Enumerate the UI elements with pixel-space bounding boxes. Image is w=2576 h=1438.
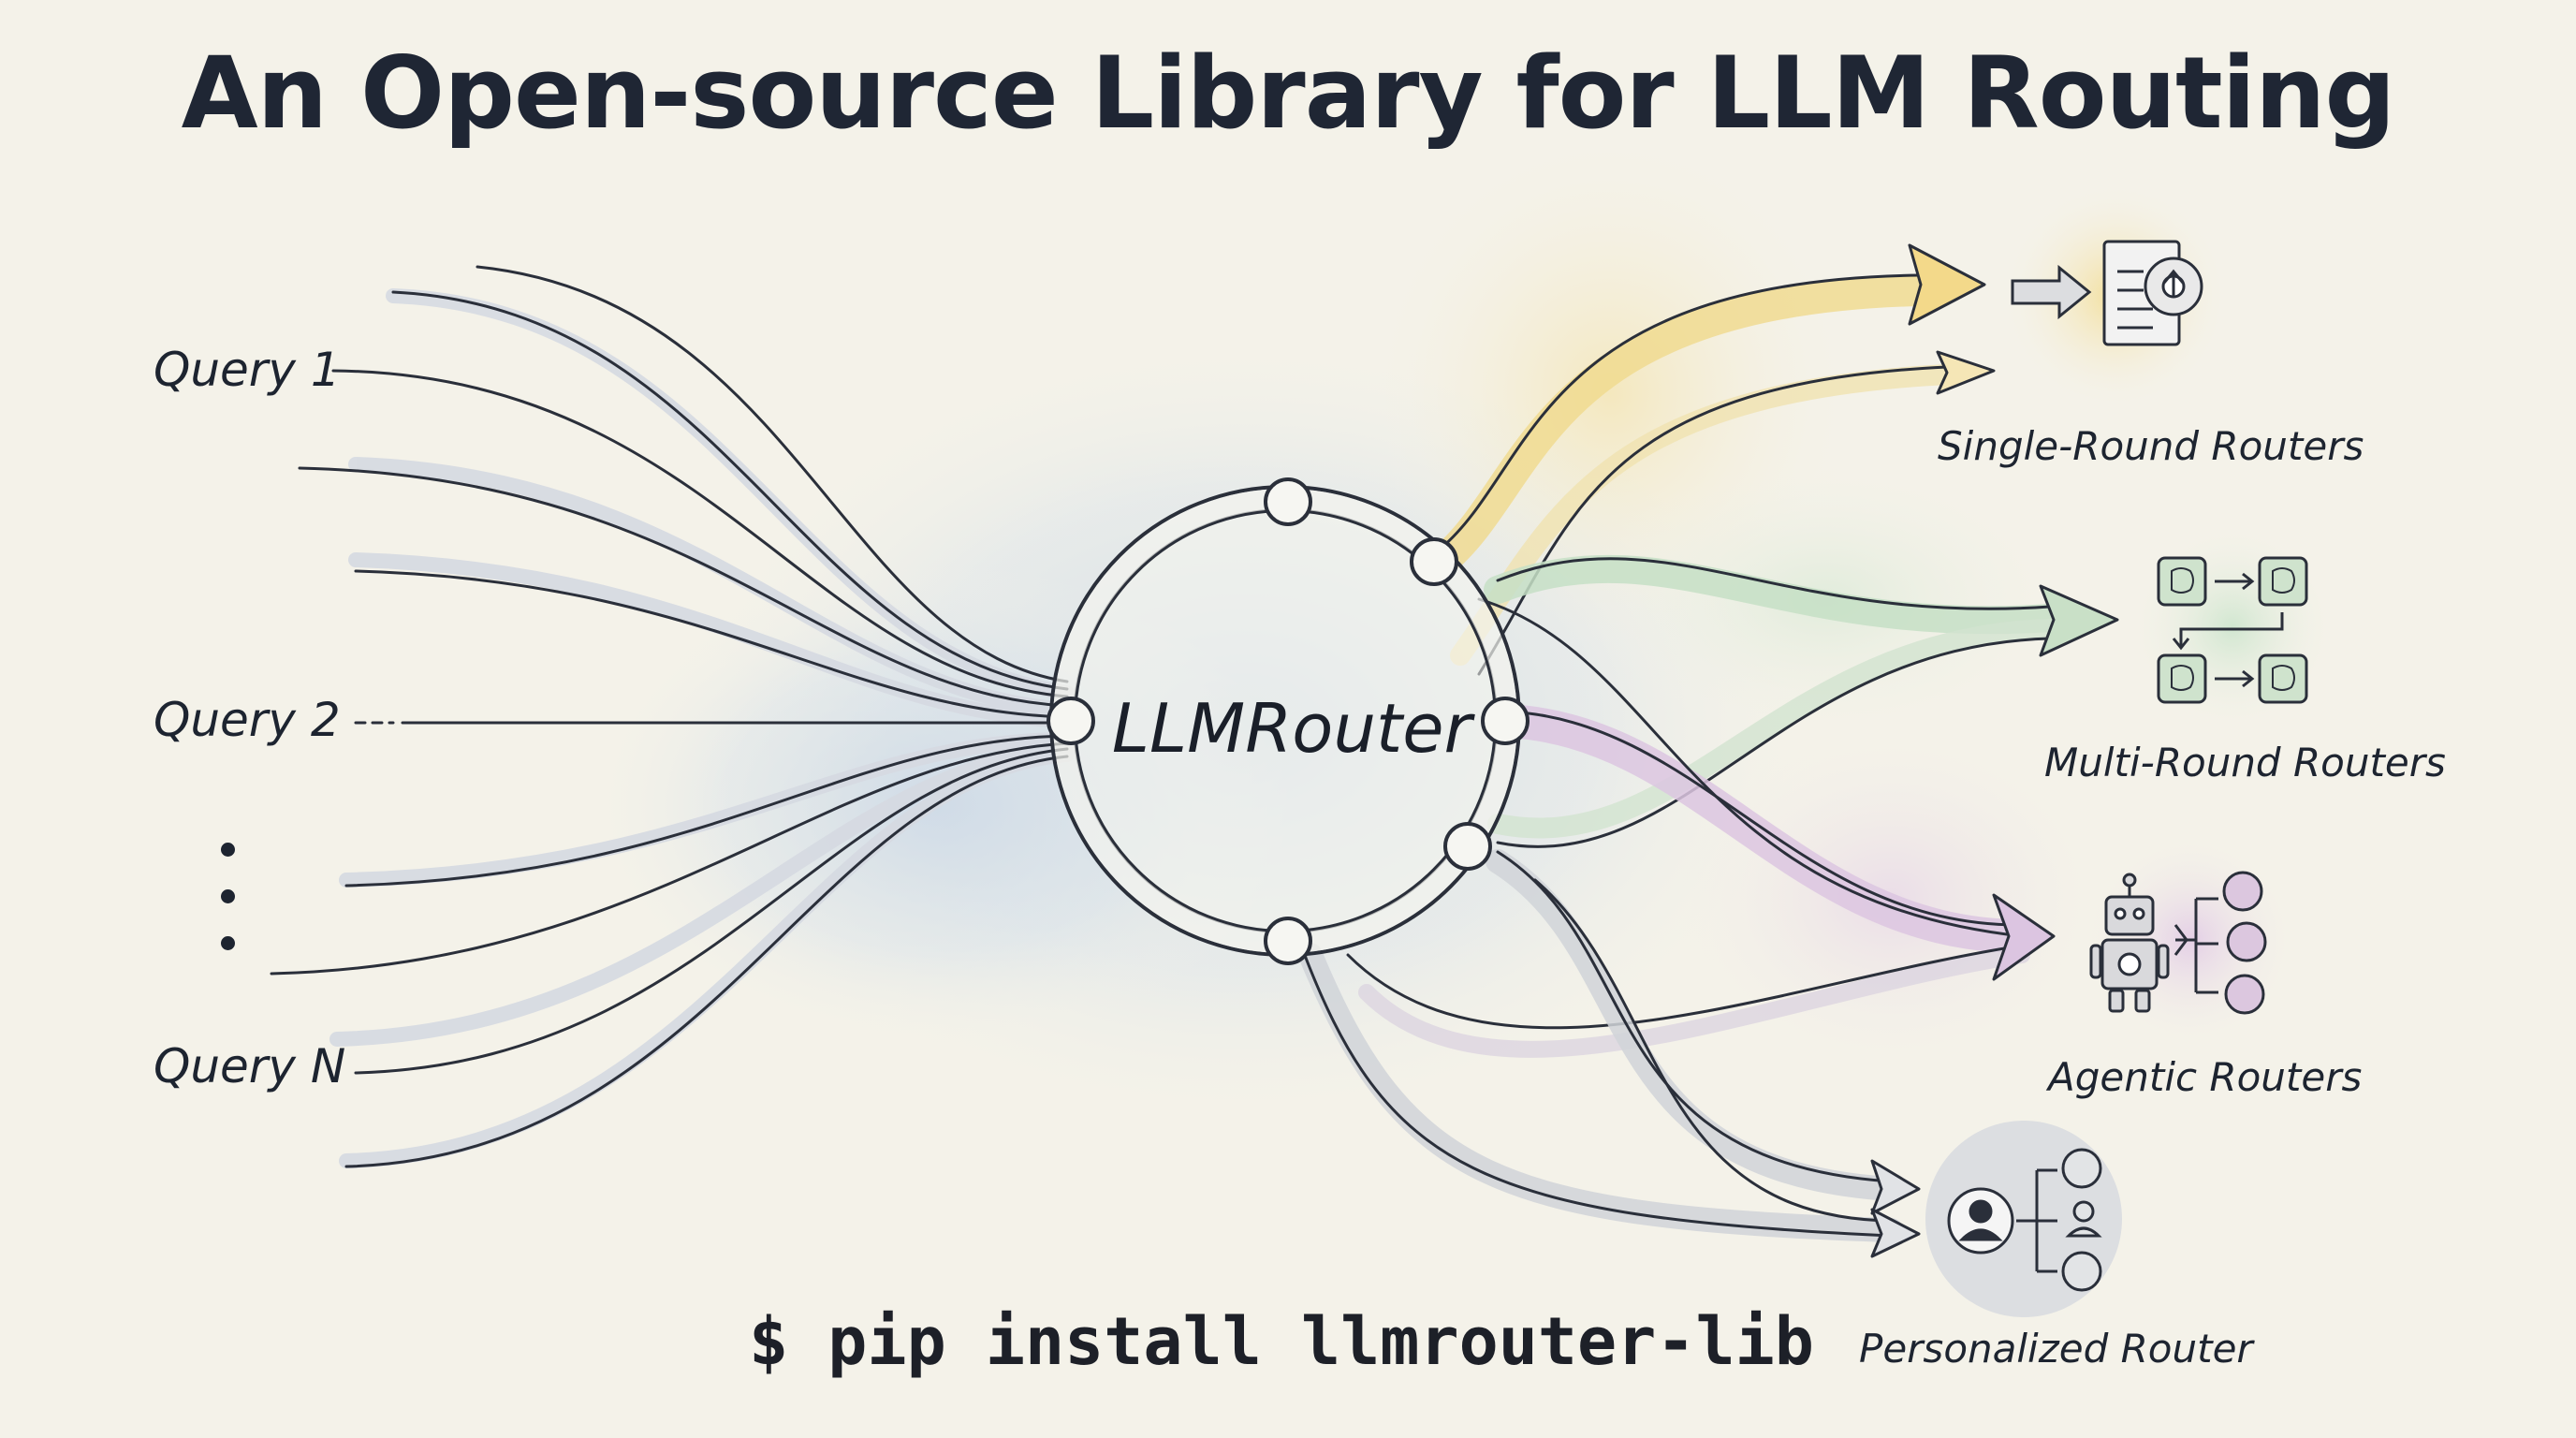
llmrouter-node [1046, 477, 1530, 965]
query-n-label: Query N [154, 1039, 346, 1093]
install-command: $ pip install llmrouter-lib [749, 1303, 1814, 1380]
arrow-single-round [1908, 243, 1986, 326]
robot-icon [2089, 873, 2170, 1013]
router-port-dots [1046, 477, 1530, 965]
agentic-routers-label: Agentic Routers [2048, 1054, 2363, 1100]
branch-lines-personal [2016, 1168, 2057, 1273]
personalized-router-label: Personalized Router [1859, 1326, 2253, 1372]
agentic-router-badge [2083, 832, 2298, 1048]
arrow-into-document-icon [2011, 264, 2092, 320]
multi-round-router-badge [2130, 524, 2335, 730]
page-title: An Open-source Library for LLM Routing [181, 36, 2396, 151]
llmrouter-label: LLMRouter [1111, 689, 1472, 768]
arrow-heads [1870, 243, 2119, 1258]
branch-lines [2174, 897, 2218, 994]
person-icon [2072, 1200, 2095, 1223]
user-icon [1947, 1187, 2014, 1255]
query-2-label: Query 2 [154, 693, 341, 747]
single-round-router-badge [2003, 183, 2228, 408]
brain-chain-icon [2157, 556, 2308, 704]
document-gear-icon [2102, 240, 2203, 346]
brain-icon [2061, 1251, 2102, 1292]
arrow-multi-round [2039, 584, 2119, 657]
personalized-router-badge [1925, 1121, 2122, 1317]
outgoing-flow-lines [1298, 273, 2064, 1242]
brain-icons [2222, 871, 2267, 1015]
query-1-label: Query 1 [154, 343, 341, 397]
query-flow-lines [270, 265, 1075, 1168]
single-round-routers-label: Single-Round Routers [1938, 423, 2364, 469]
ellipsis-dots [221, 843, 240, 964]
multi-round-routers-label: Multi-Round Routers [2044, 740, 2446, 785]
arrow-agentic [1992, 893, 2056, 981]
brain-icon [2061, 1148, 2102, 1189]
